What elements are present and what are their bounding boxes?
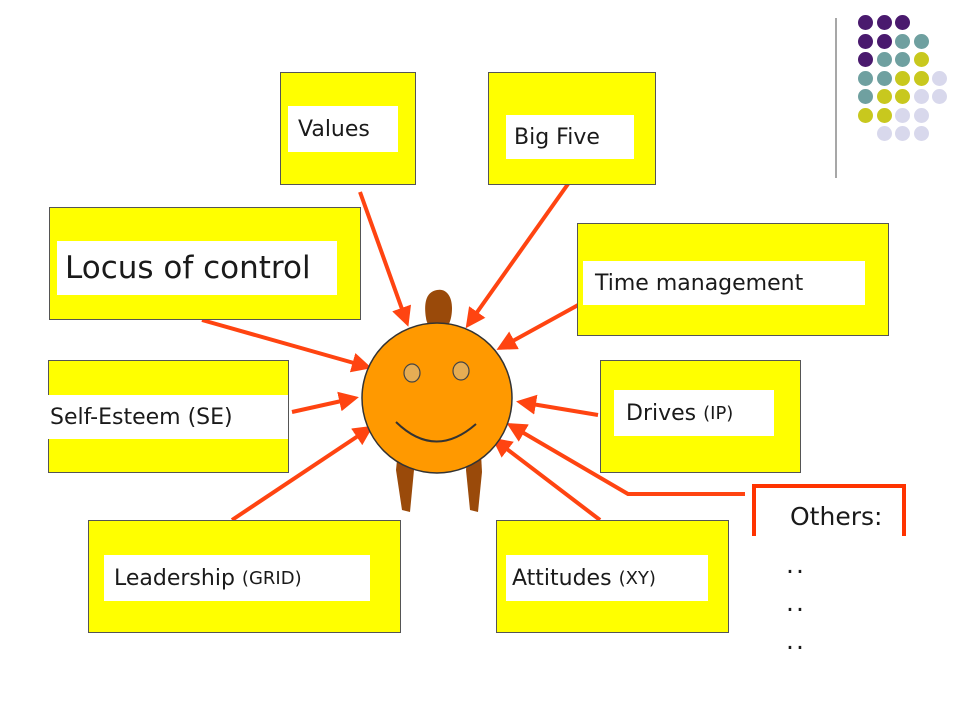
attitudes-label: Attitudes (XY) — [506, 555, 708, 601]
smiley-face — [361, 322, 513, 474]
decorative-dot — [858, 89, 873, 104]
decorative-dot — [876, 33, 892, 49]
decorative-dot — [913, 89, 929, 104]
decorative-dot — [895, 107, 910, 123]
arrow-big-five — [465, 182, 570, 329]
arrow-drives — [516, 394, 599, 417]
decorative-dot — [895, 33, 910, 49]
decorative-dot — [913, 52, 929, 67]
arrows — [201, 182, 745, 522]
arrow-time-mgmt — [496, 302, 581, 350]
leadership-label-text: Leadership — [114, 565, 235, 591]
arrow-locus — [201, 318, 372, 373]
arrow-attitudes — [491, 437, 602, 522]
decorative-dot — [895, 126, 910, 141]
arrow-leadership — [230, 425, 374, 522]
decorative-dot — [858, 52, 873, 67]
decorative-dot — [895, 52, 910, 67]
others-frame — [752, 484, 906, 536]
decorative-dot — [913, 126, 929, 141]
drives-label-text: Drives — [626, 400, 697, 426]
others-ellipsis-1: .. — [786, 550, 806, 579]
attitudes-label-suffix: (XY) — [618, 567, 656, 589]
decorative-dot — [895, 89, 910, 104]
decorative-dot — [858, 70, 873, 86]
decorative-dot — [876, 107, 892, 123]
values-label: Values — [288, 106, 398, 152]
time-management-label: Time management — [583, 261, 865, 305]
leadership-label-suffix: (GRID) — [241, 567, 302, 589]
decorative-dot — [932, 89, 947, 104]
others-ellipsis-2: .. — [786, 588, 806, 617]
big-five-label: Big Five — [506, 115, 634, 159]
drives-label-suffix: (IP) — [703, 402, 734, 424]
decorative-dot — [876, 126, 892, 141]
decorative-dot — [858, 107, 873, 123]
arrow-self-esteem — [291, 391, 359, 414]
leadership-label: Leadership (GRID) — [104, 555, 370, 601]
decorative-dot — [876, 70, 892, 86]
decorative-dot — [913, 70, 929, 86]
drives-label: Drives (IP) — [614, 390, 774, 436]
arrow-others — [506, 422, 745, 496]
decorative-dot — [858, 33, 873, 49]
decorative-dot — [876, 89, 892, 104]
decorative-dot — [876, 52, 892, 67]
decorative-dot — [858, 15, 873, 30]
smile-icon — [395, 421, 477, 443]
attitudes-label-text: Attitudes — [512, 565, 612, 591]
right-eye-icon — [452, 361, 470, 381]
decorative-dot — [932, 70, 947, 86]
locus-of-control-label: Locus of control — [57, 241, 337, 295]
others-ellipsis-3: .. — [786, 626, 806, 655]
decorative-dot — [895, 70, 910, 86]
decorative-dot — [913, 107, 929, 123]
arrow-values — [358, 191, 412, 327]
self-esteem-label: Self-Esteem (SE) — [48, 395, 288, 439]
decorative-dot — [876, 15, 892, 30]
decorative-dot — [895, 15, 910, 30]
others-label: Others: — [786, 500, 887, 534]
decorative-dot — [913, 33, 929, 49]
left-eye-icon — [403, 363, 421, 383]
